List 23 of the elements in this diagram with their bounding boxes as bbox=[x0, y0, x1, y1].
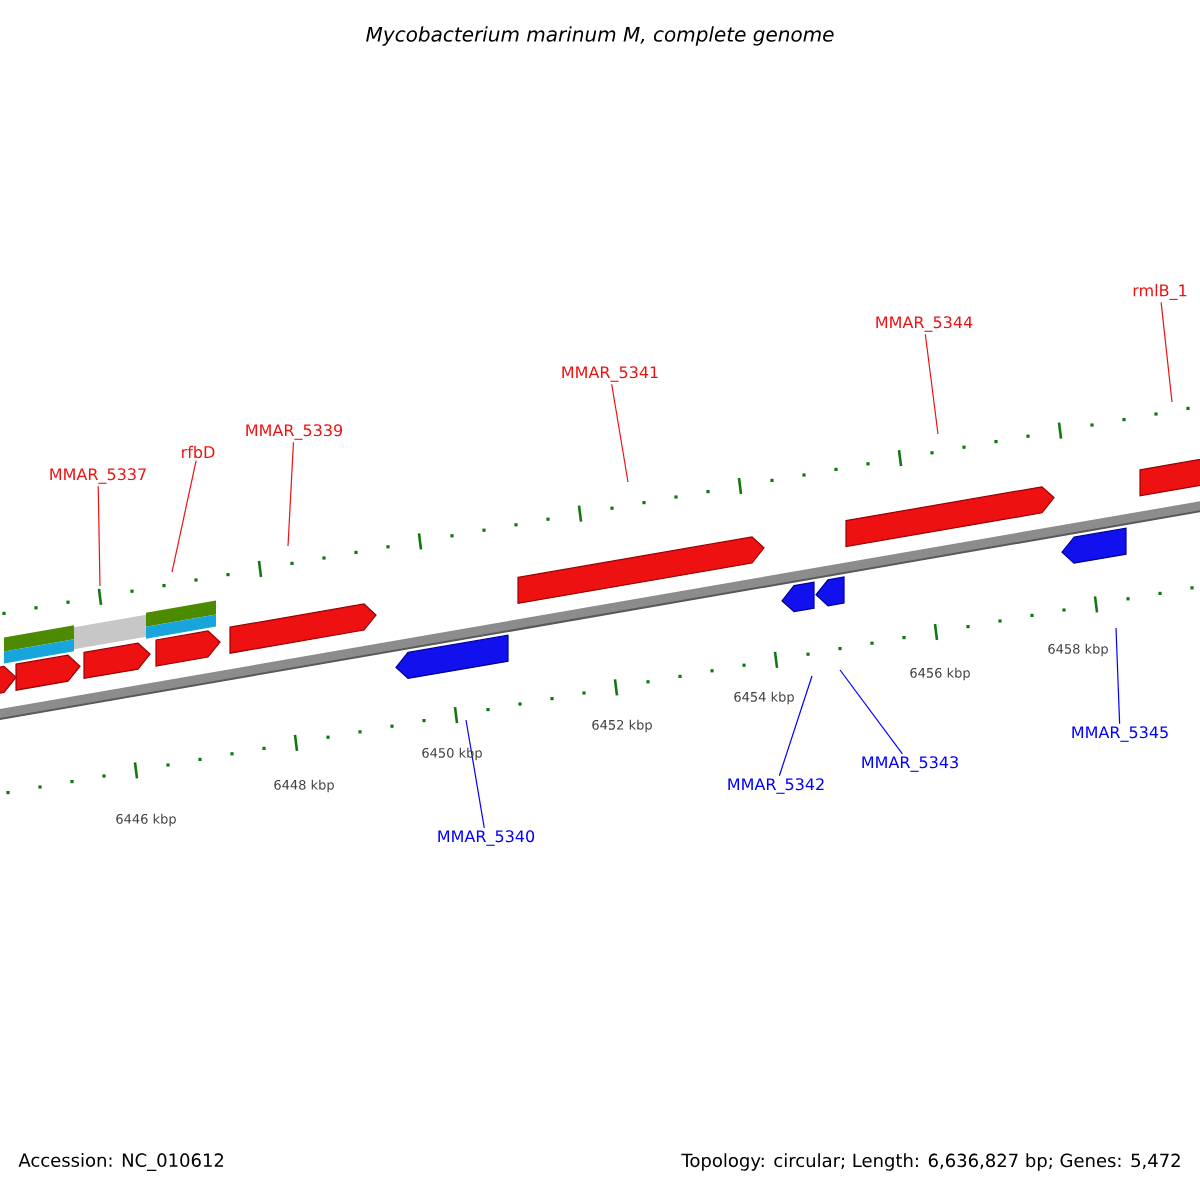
title: Mycobacterium marinum M, complete genome bbox=[366, 26, 834, 46]
leader-line bbox=[1160, 301, 1173, 403]
genome-info: Topology: circular; Length: 6,636,827 bp; Genes: 5,472 bbox=[681, 1153, 1180, 1171]
gene-label: MMAR_5343 bbox=[862, 756, 958, 772]
gene-label: rmlB_1 bbox=[1133, 284, 1187, 300]
leader-line bbox=[611, 383, 629, 483]
gene-label: MMAR_5337 bbox=[50, 468, 146, 484]
gene-label: MMAR_5344 bbox=[876, 316, 973, 332]
leader-line bbox=[287, 441, 295, 547]
gene-label: MMAR_5345 bbox=[1072, 726, 1168, 742]
gene-label: MMAR_5342 bbox=[728, 778, 824, 794]
leader-line bbox=[1115, 627, 1121, 725]
leader-line bbox=[778, 675, 813, 777]
leader-line bbox=[465, 719, 485, 829]
accession-label: Accession: NC_010612 bbox=[18, 1153, 224, 1171]
leader-line bbox=[171, 460, 197, 573]
gene-label: rfbD bbox=[182, 445, 215, 459]
gene-label: MMAR_5339 bbox=[246, 424, 343, 440]
leader-line bbox=[839, 669, 903, 755]
leader-line bbox=[924, 333, 939, 435]
gene-label: MMAR_5341 bbox=[562, 366, 658, 382]
leader-line bbox=[97, 485, 101, 587]
gene-label: MMAR_5340 bbox=[438, 830, 535, 846]
